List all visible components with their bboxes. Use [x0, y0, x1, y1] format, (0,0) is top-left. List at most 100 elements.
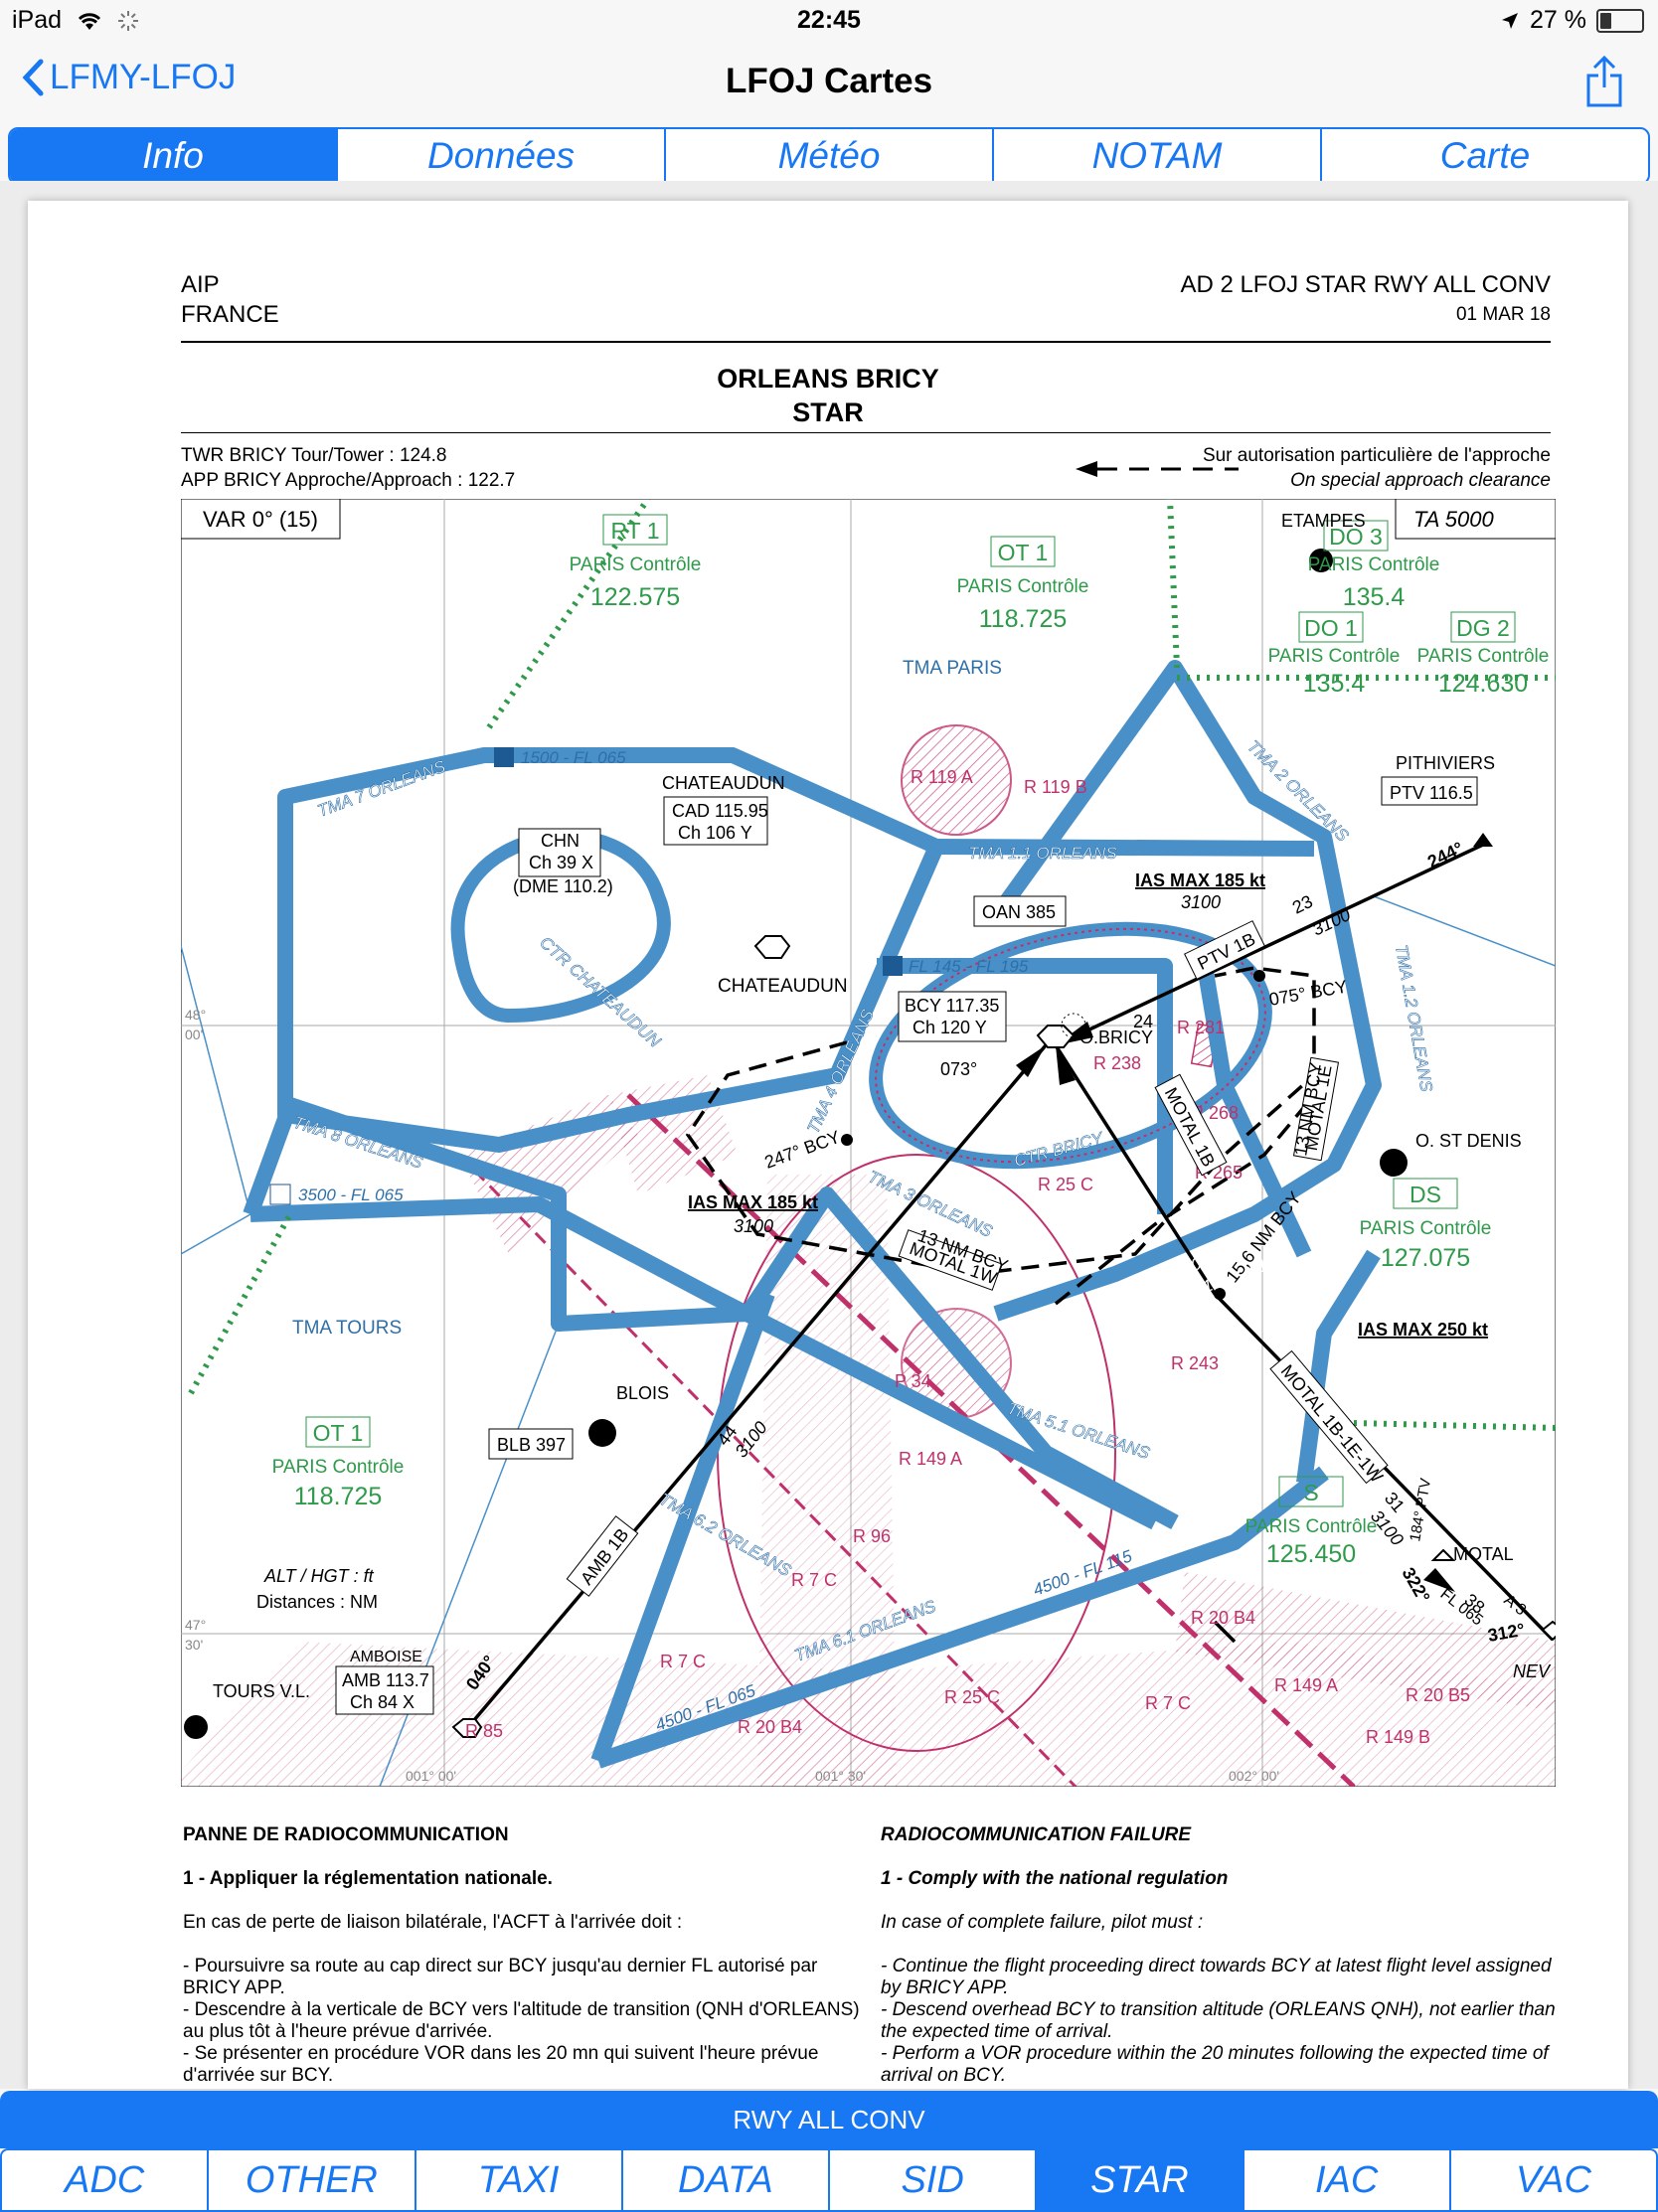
tab-notam[interactable]: NOTAM	[992, 129, 1320, 183]
chart-group-label: RWY ALL CONV	[0, 2091, 1658, 2148]
failure-en-intro: In case of complete failure, pilot must …	[881, 1912, 1204, 1933]
back-button-label: LFMY-LFOJ	[50, 58, 237, 96]
zone-label: R 119 B	[1024, 777, 1087, 797]
navaid-label: Ch 39 X	[529, 853, 593, 872]
chart-title-type: STAR	[792, 397, 864, 427]
aip-header-left: AIP FRANCE	[181, 270, 279, 330]
latitude-label: 47°	[185, 1617, 206, 1633]
zone-label: R 20 B5	[1406, 1685, 1470, 1705]
bearing-label: 322°	[1399, 1564, 1434, 1606]
zone-label: R 25 C	[944, 1687, 1000, 1707]
altitude-label: 3100	[1181, 892, 1221, 912]
navaid-label: Ch 84 X	[350, 1692, 414, 1712]
tab-other[interactable]: OTHER	[207, 2150, 414, 2210]
tma-label: CTR CHATEAUDUN	[536, 933, 665, 1051]
share-button[interactable]	[1584, 54, 1624, 114]
place-label: ETAMPES	[1281, 511, 1366, 531]
sector-code: RT 1	[610, 518, 659, 544]
airway-label: A 3	[1501, 1592, 1530, 1620]
place-label: TMA PARIS	[903, 658, 1002, 679]
star-chart: VAR 0° (15) TA 5000 RT 1 PARIS Contrôle …	[181, 499, 1556, 1787]
tab-data[interactable]: DATA	[620, 2150, 828, 2210]
sector-name: PARIS Contrôle	[1245, 1516, 1378, 1537]
top-segmented-control: Info Données Météo NOTAM Carte	[8, 127, 1650, 185]
navaid-label: BCY 117.35	[905, 996, 999, 1016]
place-label: CHATEAUDUN	[718, 976, 848, 997]
level-label: FL 145 - FL 195	[909, 957, 1029, 976]
doc-date: 01 MAR 18	[1455, 304, 1551, 325]
distance-label: 24	[1133, 1012, 1153, 1031]
navaids	[184, 549, 1556, 1739]
bearing-label: 247° BCY	[762, 1127, 843, 1173]
failure-fr-intro: En cas de perte de liaison bilatérale, l…	[183, 1912, 683, 1933]
failure-fr: PANNE DE RADIOCOMMUNICATION 1 - Applique…	[183, 1824, 869, 2087]
header-rule	[181, 341, 1551, 343]
place-label: O.BRICY	[1079, 1027, 1153, 1047]
place-label: PITHIVIERS	[1396, 753, 1495, 773]
place-label: NEV	[1513, 1661, 1552, 1681]
tma-label: TMA 1.2 ORLEANS	[1392, 943, 1436, 1093]
app-frequency: APP BRICY Approche/Approach : 122.7	[181, 470, 516, 491]
sector-code: DG 2	[1456, 615, 1510, 641]
navaid-label: BLB 397	[497, 1435, 566, 1455]
tab-vac[interactable]: VAC	[1448, 2150, 1656, 2210]
navaid-label: PTV 116.5	[1390, 783, 1473, 803]
longitude-label: 001° 00'	[406, 1768, 456, 1784]
sector-frequency: 125.450	[1266, 1540, 1356, 1568]
sector-name: PARIS Contrôle	[272, 1457, 405, 1478]
units-legend: Distances : NM	[256, 1592, 378, 1612]
route-label: MOTAL 1B-1E-1W	[1277, 1361, 1387, 1487]
place-label: BLOIS	[616, 1383, 669, 1403]
level-label: 3500 - FL 065	[298, 1185, 404, 1204]
zone-label: R 243	[1171, 1353, 1219, 1373]
distance-label: 23	[1289, 891, 1316, 918]
sector-frequency: 118.725	[294, 1483, 383, 1510]
chart-title-airport: ORLEANS BRICY	[717, 364, 939, 394]
back-button[interactable]: LFMY-LFOJ	[22, 58, 236, 97]
place-label: MOTAL	[1453, 1544, 1514, 1564]
tab-star[interactable]: STAR	[1035, 2150, 1243, 2210]
chart-type-tabs: ADC OTHER TAXI DATA SID STAR IAC VAC	[0, 2148, 1658, 2212]
twr-frequency: TWR BRICY Tour/Tower : 124.8	[181, 445, 447, 466]
document-viewer[interactable]: AIP FRANCE AD 2 LFOJ STAR RWY ALL CONV 0…	[0, 181, 1658, 2089]
page-title: LFOJ Cartes	[725, 62, 933, 100]
tab-carte[interactable]: Carte	[1320, 129, 1648, 183]
tab-info[interactable]: Info	[10, 129, 336, 183]
tab-adc[interactable]: ADC	[65, 2158, 145, 2201]
zone-label: R 119 A	[911, 767, 973, 787]
device-name: iPad	[12, 6, 63, 34]
navigation-bar: LFMY-LFOJ LFOJ Cartes	[0, 42, 1658, 127]
level-label: 2500	[739, 1025, 777, 1043]
failure-fr-item: - Descendre à la verticale de BCY vers l…	[183, 1999, 860, 2042]
special-routes	[685, 966, 1316, 1306]
latitude-label: 48°	[185, 1007, 206, 1023]
bearing-label: 184° PTV	[1407, 1477, 1434, 1542]
variation-label: VAR 0° (15)	[203, 507, 318, 532]
tab-donnees[interactable]: Données	[336, 129, 664, 183]
altitude-label: 3100	[734, 1216, 773, 1236]
place-label: TMA TOURS	[292, 1318, 402, 1339]
chart-title: ORLEANS BRICY STAR	[28, 362, 1628, 429]
zone-label: R 85	[465, 1721, 503, 1741]
failure-en-item: - Continue the flight proceeding direct …	[881, 1956, 1552, 1998]
sector-name: PARIS Contrôle	[1268, 646, 1401, 667]
navaid-label: CHN	[541, 831, 580, 851]
status-bar: iPad 22:45 27 %	[0, 0, 1658, 42]
tab-meteo[interactable]: Météo	[664, 129, 992, 183]
sector-code: OT 1	[998, 540, 1049, 565]
longitude-label: 002° 00'	[1229, 1768, 1279, 1784]
latitude-label: 30'	[185, 1637, 203, 1653]
dashed-arrow-legend-icon	[1076, 461, 1239, 477]
zone-label: R 149 A	[1274, 1675, 1338, 1695]
sector-name: PARIS Contrôle	[1417, 646, 1550, 667]
units-legend: ALT / HGT : ft	[263, 1566, 375, 1586]
chevron-left-icon	[22, 59, 44, 96]
battery-percent: 27 %	[1530, 6, 1586, 34]
navaid-label: CAD 115.95	[672, 801, 768, 821]
zone-label: R 7 C	[660, 1652, 706, 1671]
tab-sid[interactable]: SID	[828, 2150, 1035, 2210]
tab-iac[interactable]: IAC	[1242, 2150, 1449, 2210]
failure-en-item: - Perform a VOR procedure within the 20 …	[881, 2043, 1549, 2086]
longitude-label: 001° 30'	[815, 1768, 866, 1784]
tab-taxi[interactable]: TAXI	[414, 2150, 621, 2210]
